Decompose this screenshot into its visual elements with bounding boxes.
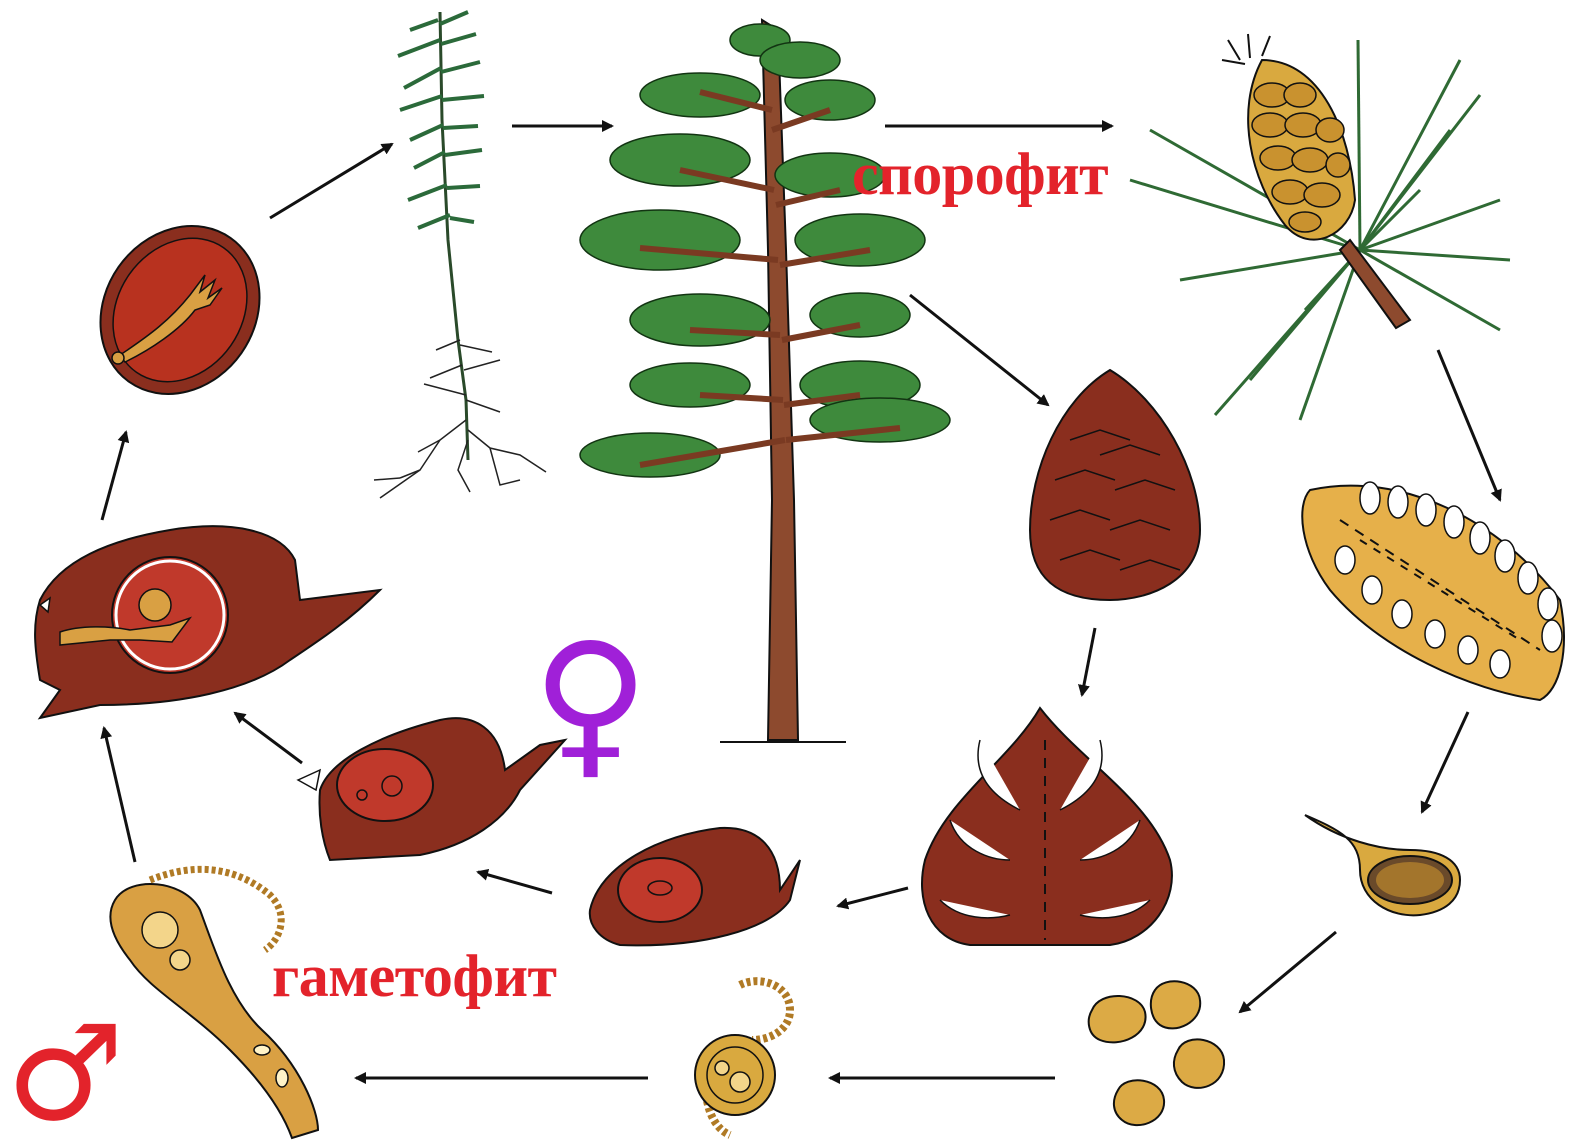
archegonium-ovule-icon [298, 718, 565, 860]
female-cone-section-icon [922, 708, 1172, 945]
pollen-grain-icon [695, 981, 790, 1135]
microspores-icon [1089, 981, 1224, 1125]
arrow-tree-to-female-cone [910, 295, 1048, 405]
male-symbol-icon: ♂ [6, 1008, 124, 1140]
arrow-archegonium-to-fertilized [235, 713, 302, 763]
seed-icon [68, 195, 292, 425]
female-symbol-icon: ♀ [532, 622, 649, 782]
arrow-male-cone-to-section [1438, 350, 1500, 500]
arrow-seed-to-seedling [270, 144, 392, 218]
male-cone-icon [1130, 34, 1510, 420]
ovule-icon [590, 828, 800, 945]
microsporangium-icon [1305, 815, 1460, 915]
arrow-sporangium-to-spores [1240, 932, 1336, 1012]
gametophyte-label: гаметофит [272, 942, 556, 1011]
male-cone-section-icon [1302, 482, 1564, 700]
fertilized-ovule-icon [35, 526, 380, 718]
arrow-female-cone-to-section [1082, 628, 1095, 695]
arrow-cone-section-to-ovule [838, 888, 908, 906]
arrow-fertilized-to-seed [102, 432, 126, 520]
arrow-section-to-sporangium [1422, 712, 1468, 812]
seedling-icon [374, 12, 546, 498]
arrow-tube-to-fertilized [104, 728, 135, 862]
arrow-ovule-to-archegonium [478, 872, 552, 893]
female-cone-icon [1030, 370, 1200, 600]
sporophyte-label: спорофит [852, 140, 1108, 209]
